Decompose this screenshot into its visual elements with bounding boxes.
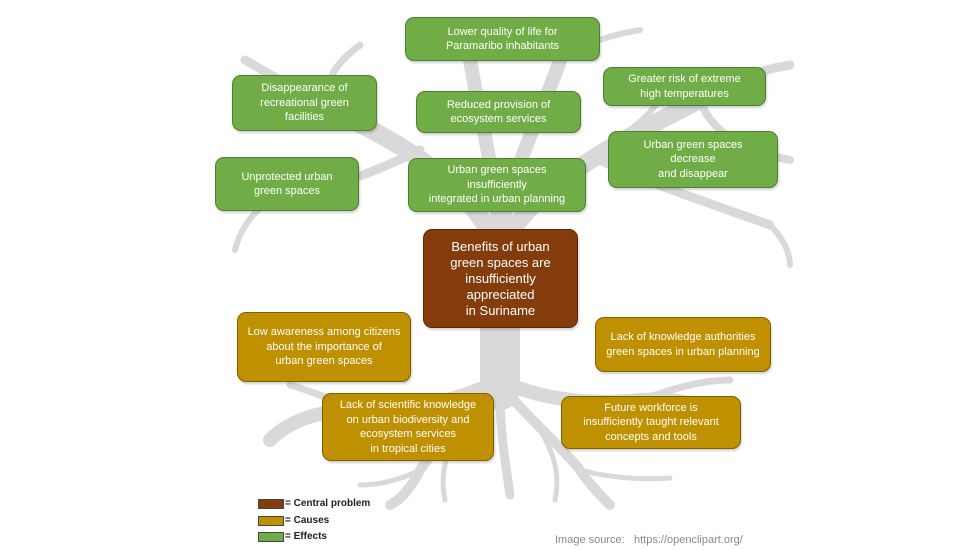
effect-box-insufficiently-integrated: Urban green spaces insufficiently integr… <box>408 158 586 212</box>
cause-box-lack-knowledge-authorities: Lack of knowledge authorities green spac… <box>595 317 771 372</box>
effect-box-green-spaces-decrease: Urban green spaces decrease and disappea… <box>608 131 778 188</box>
legend-swatch-effects <box>258 531 284 542</box>
central-problem-box: Benefits of urban green spaces are insuf… <box>423 229 578 328</box>
effect-box-ecosystem-services: Reduced provision of ecosystem services <box>416 91 581 133</box>
effect-box-unprotected-green-spaces: Unprotected urban green spaces <box>215 157 359 211</box>
effect-box-recreational-facilities: Disappearance of recreational green faci… <box>232 75 377 131</box>
legend-label-causes: = Causes <box>285 515 330 526</box>
cause-box-lack-scientific-knowledge: Lack of scientific knowledge on urban bi… <box>322 393 494 461</box>
effect-box-extreme-temperatures: Greater risk of extreme high temperature… <box>603 67 766 106</box>
legend-label-central: = Central problem <box>285 498 371 509</box>
legend-central: = Central problem <box>258 498 370 509</box>
legend-swatch-causes <box>258 515 284 526</box>
image-source-label: Image source: <box>555 534 625 546</box>
legend-causes: = Causes <box>258 515 329 526</box>
image-source-link[interactable]: https://openclipart.org/ <box>634 534 743 546</box>
legend-effects: = Effects <box>258 531 327 542</box>
legend-label-effects: = Effects <box>285 531 327 542</box>
cause-box-future-workforce: Future workforce is insufficiently taugh… <box>561 396 741 449</box>
cause-box-low-awareness: Low awareness among citizens about the i… <box>237 312 411 382</box>
effect-box-quality-of-life: Lower quality of life for Paramaribo inh… <box>405 17 600 61</box>
legend-swatch-central <box>258 498 284 509</box>
